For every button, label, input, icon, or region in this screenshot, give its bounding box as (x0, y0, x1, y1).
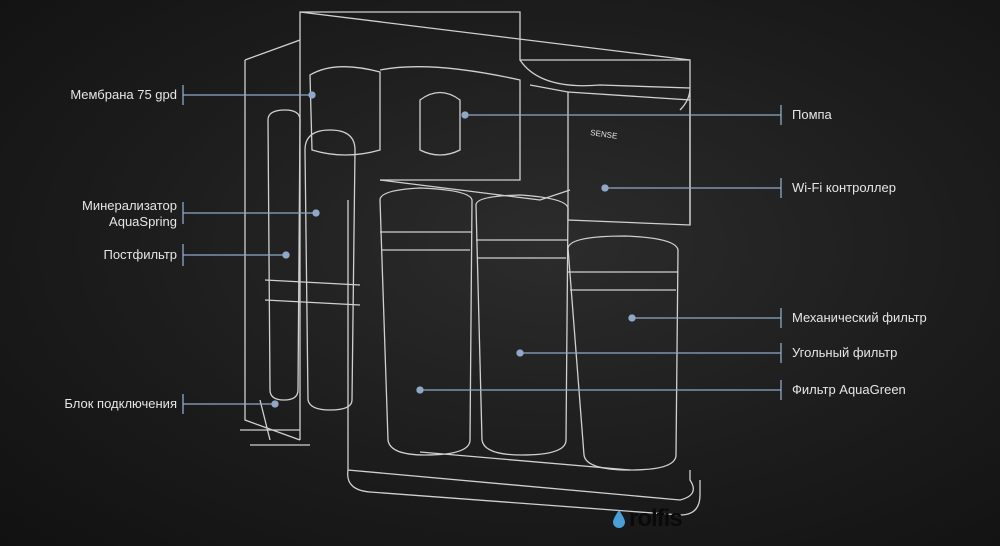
label-mineralizer-line2: AquaSpring (109, 214, 177, 229)
sense-device-text: SENSE (590, 128, 618, 141)
label-pump: Помпа (792, 107, 832, 122)
brand-name: rolfis (629, 505, 683, 532)
label-postfilter: Постфильтр (103, 247, 177, 262)
label-connection-block: Блок подключения (64, 396, 177, 411)
device-outline: SENSE (240, 11, 701, 516)
label-carbon-filter: Угольный фильтр (792, 345, 898, 360)
brand-logo: rolfis (612, 505, 683, 533)
label-wifi-controller: Wi-Fi контроллер (792, 180, 896, 195)
label-mineralizer: Минерализатор AquaSpring (82, 198, 177, 230)
label-mechanical-filter: Механический фильтр (792, 310, 927, 325)
label-mineralizer-line1: Минерализатор (82, 198, 177, 213)
label-membrane: Мембрана 75 gpd (70, 87, 177, 102)
water-drop-icon (613, 510, 625, 528)
label-aquagreen-filter: Фильтр AquaGreen (792, 382, 906, 397)
callout-lines (182, 85, 782, 414)
